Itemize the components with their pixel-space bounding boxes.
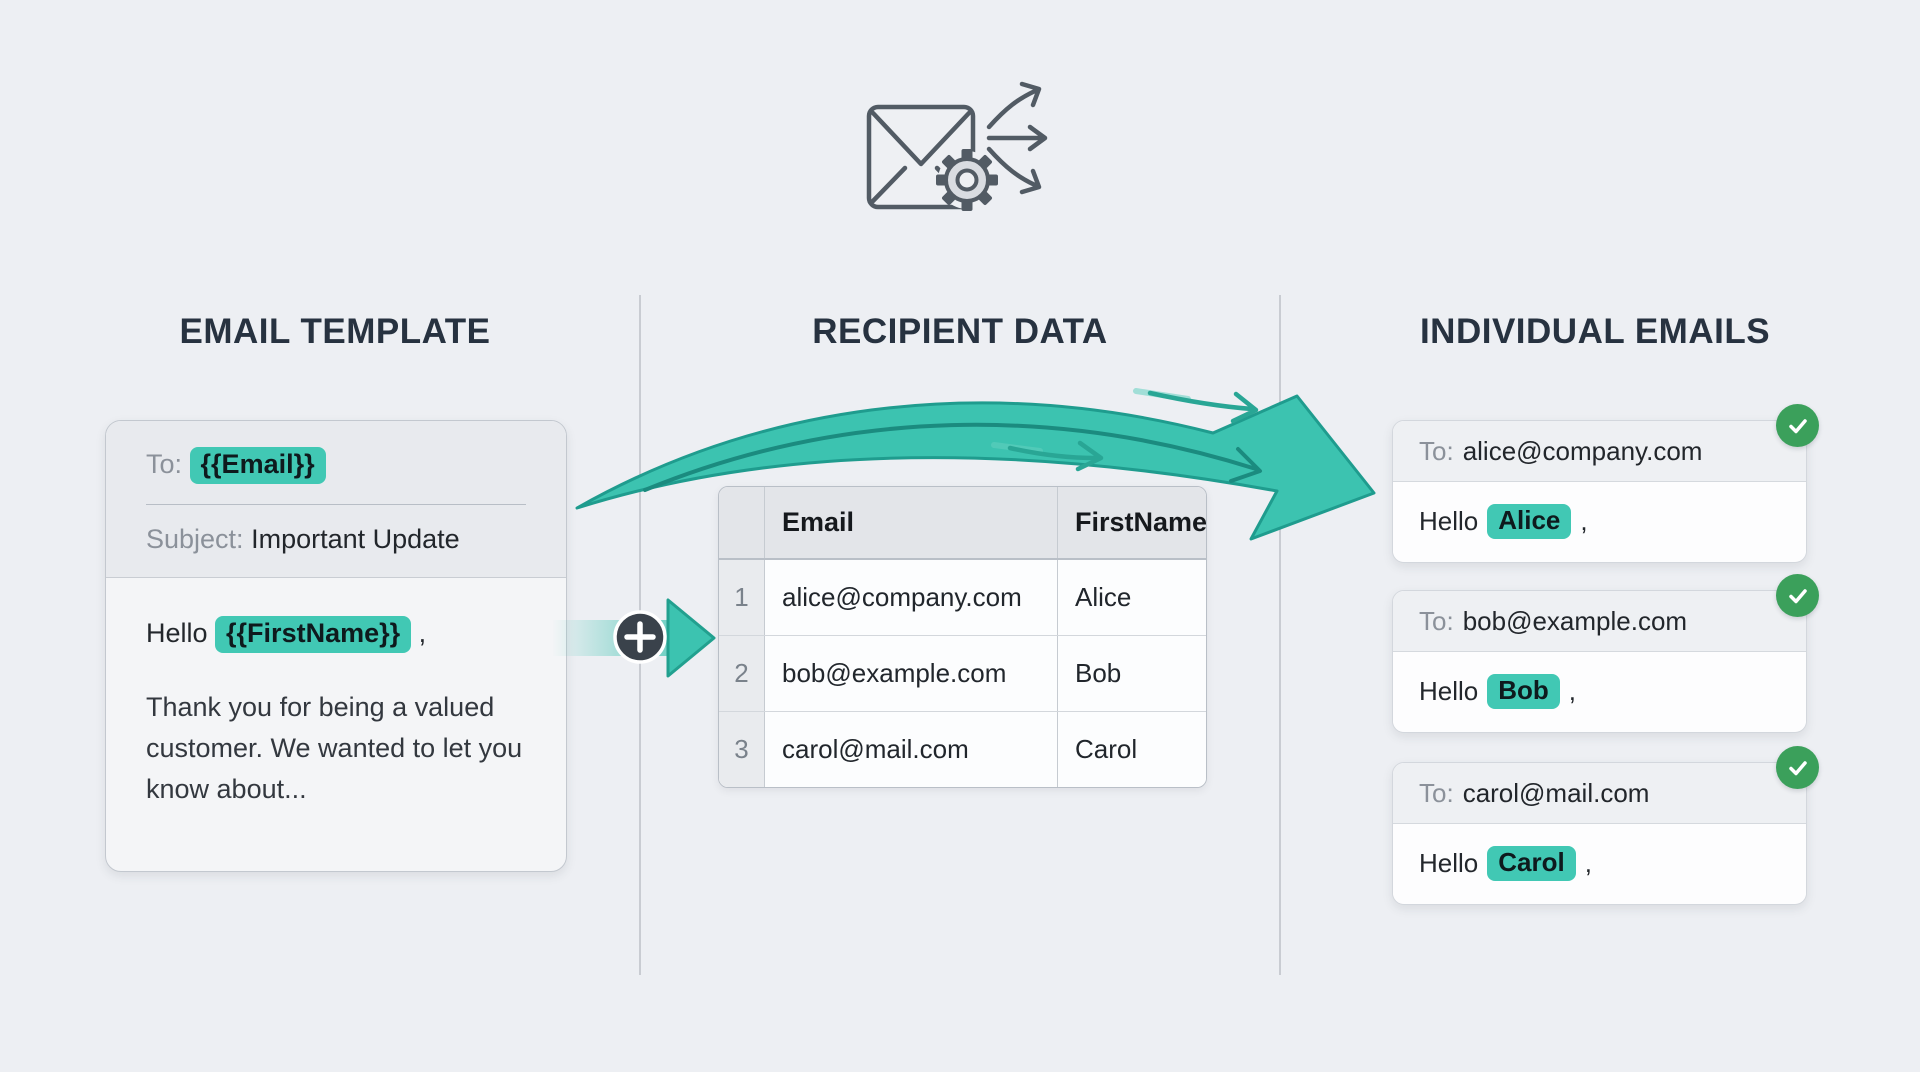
table-header-email: Email bbox=[765, 487, 1058, 558]
email-card-body: Hello Carol , bbox=[1393, 824, 1806, 903]
to-address: bob@example.com bbox=[1462, 605, 1688, 636]
column-title-recipient-data: RECIPIENT DATA bbox=[812, 312, 1108, 351]
to-label: To: bbox=[1419, 435, 1454, 466]
greeting-suffix: , bbox=[1580, 506, 1588, 536]
to-label: To: bbox=[146, 449, 183, 479]
success-check-badge bbox=[1776, 574, 1819, 617]
row-number: 1 bbox=[719, 560, 765, 635]
cell-firstname: Alice bbox=[1075, 582, 1132, 612]
email-card-header: To: alice@company.com bbox=[1393, 421, 1806, 482]
table-header-firstname: FirstName bbox=[1075, 507, 1207, 537]
fanout-arrow-middle-icon bbox=[986, 124, 1048, 152]
check-icon bbox=[1788, 418, 1807, 433]
swoosh-inner-arrow bbox=[643, 422, 1262, 492]
merged-name-chip: Alice bbox=[1487, 503, 1572, 540]
to-label: To: bbox=[1419, 777, 1454, 808]
section-divider-right bbox=[1279, 295, 1281, 975]
to-address: alice@company.com bbox=[1462, 435, 1703, 466]
firstname-variable-chip: {{FirstName}} bbox=[215, 616, 412, 654]
individual-email-card-alice: To: alice@company.com Hello Alice , bbox=[1392, 404, 1819, 563]
swoosh-body bbox=[575, 394, 1376, 541]
cell-firstname: Bob bbox=[1075, 658, 1122, 688]
email-card-header: To: bob@example.com bbox=[1393, 591, 1806, 652]
envelope-flap-icon bbox=[870, 110, 972, 167]
merge-connector bbox=[552, 598, 716, 678]
row-number: 3 bbox=[719, 712, 765, 787]
plus-icon bbox=[624, 621, 656, 653]
cell-email: alice@company.com bbox=[765, 560, 1058, 635]
cell-firstname: Carol bbox=[1075, 734, 1138, 764]
table-row: 1 alice@company.com Alice bbox=[719, 560, 1206, 636]
table-row: 3 carol@mail.com Carol bbox=[719, 712, 1206, 787]
column-title-email-template: EMAIL TEMPLATE bbox=[179, 312, 491, 351]
cell-email: carol@mail.com bbox=[765, 712, 1058, 787]
template-body-text: Thank you for being a valued customer. W… bbox=[146, 692, 523, 805]
success-check-badge bbox=[1776, 746, 1819, 789]
gear-icon bbox=[936, 149, 998, 211]
email-card-body: Hello Alice , bbox=[1393, 482, 1806, 561]
fanout-arrow-top-icon bbox=[986, 81, 1042, 130]
subject-value: Important Update bbox=[251, 524, 460, 555]
template-to-row: To: {{Email}} bbox=[146, 447, 526, 485]
greeting-prefix: Hello bbox=[1419, 848, 1479, 878]
email-card-header: To: carol@mail.com bbox=[1393, 763, 1806, 824]
table-corner-cell bbox=[719, 487, 765, 558]
greeting-suffix: , bbox=[418, 618, 427, 649]
cell-email: bob@example.com bbox=[765, 636, 1058, 711]
email-card-inner: To: alice@company.com Hello Alice , bbox=[1393, 421, 1806, 562]
connector-arrow-icon bbox=[666, 598, 716, 678]
recipient-data-table: Email FirstName 1 alice@company.com Alic… bbox=[718, 486, 1207, 788]
greeting-suffix: , bbox=[1568, 676, 1577, 706]
small-arrow-bottom-icon bbox=[1007, 440, 1104, 472]
greeting-prefix: Hello bbox=[146, 618, 208, 649]
mail-merge-icon bbox=[866, 81, 1048, 211]
check-icon bbox=[1788, 588, 1807, 603]
to-address: carol@mail.com bbox=[1462, 777, 1650, 808]
merged-name-chip: Carol bbox=[1487, 845, 1576, 882]
email-card-inner: To: bob@example.com Hello Bob , bbox=[1393, 591, 1806, 732]
merge-swoosh-arrow bbox=[575, 388, 1376, 541]
individual-email-card-bob: To: bob@example.com Hello Bob , bbox=[1392, 574, 1819, 733]
subject-label: Subject: bbox=[146, 524, 244, 555]
table-row: 2 bob@example.com Bob bbox=[719, 636, 1206, 712]
template-header-separator bbox=[146, 504, 526, 506]
email-variable-chip: {{Email}} bbox=[189, 447, 326, 485]
individual-email-card-carol: To: carol@mail.com Hello Carol , bbox=[1392, 746, 1819, 905]
email-template-card: To: {{Email}} Subject: Important Update … bbox=[105, 420, 567, 872]
small-arrow-top-icon bbox=[1147, 390, 1259, 424]
template-greeting: Hello {{FirstName}} , bbox=[146, 616, 526, 654]
fanout-arrow-bottom-icon bbox=[986, 146, 1042, 195]
column-title-individual-emails: INDIVIDUAL EMAILS bbox=[1419, 312, 1771, 351]
template-body: Hello {{FirstName}} , Thank you for bein… bbox=[106, 578, 566, 848]
table-header-row: Email FirstName bbox=[719, 487, 1206, 560]
template-subject-row: Subject: Important Update bbox=[146, 524, 526, 555]
success-check-badge bbox=[1776, 404, 1819, 447]
greeting-prefix: Hello bbox=[1419, 506, 1479, 536]
check-icon bbox=[1788, 760, 1807, 775]
merged-name-chip: Bob bbox=[1487, 673, 1560, 710]
greeting-suffix: , bbox=[1584, 848, 1592, 878]
greeting-prefix: Hello bbox=[1419, 676, 1479, 706]
template-header: To: {{Email}} Subject: Important Update bbox=[106, 421, 566, 579]
row-number: 2 bbox=[719, 636, 765, 711]
to-label: To: bbox=[1419, 605, 1454, 636]
email-card-inner: To: carol@mail.com Hello Carol , bbox=[1393, 763, 1806, 904]
email-card-body: Hello Bob , bbox=[1393, 652, 1806, 731]
